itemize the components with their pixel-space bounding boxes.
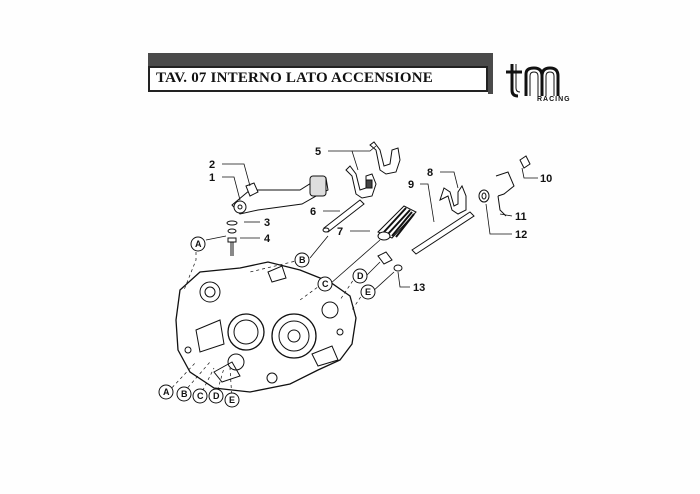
page-title: TAV. 07 INTERNO LATO ACCENSIONE xyxy=(156,70,433,86)
shaft-9-part xyxy=(411,211,475,255)
spring-assembly-part xyxy=(478,155,531,217)
callout-5: 5 xyxy=(315,146,321,158)
header-box xyxy=(148,66,488,92)
callout-9: 9 xyxy=(408,179,414,191)
tm-racing-logo xyxy=(506,64,560,98)
marker-b-bottom: B xyxy=(181,389,188,399)
marker-c-bottom: C xyxy=(197,391,204,401)
fork-shaft-part xyxy=(322,199,365,233)
shift-fork-8-part xyxy=(439,184,467,215)
marker-d-bottom: D xyxy=(213,391,220,401)
shift-lever-part xyxy=(231,175,329,215)
washer-bolt-part xyxy=(226,220,238,256)
marker-c-top: C xyxy=(322,279,329,289)
callout-2: 2 xyxy=(209,159,215,171)
callout-11: 11 xyxy=(515,211,527,223)
callout-1: 1 xyxy=(209,172,215,184)
logo-subtitle: RACING xyxy=(537,96,571,103)
leader-lines xyxy=(205,145,538,293)
marker-e-top: E xyxy=(365,287,371,297)
crankcase-part xyxy=(175,261,357,393)
callout-6: 6 xyxy=(310,206,316,218)
callout-13: 13 xyxy=(413,282,425,294)
marker-a-bottom: A xyxy=(163,387,170,397)
shift-forks-part xyxy=(345,141,401,199)
callout-12: 12 xyxy=(515,229,527,241)
header-shadow xyxy=(488,60,493,94)
marker-circles xyxy=(158,236,376,408)
header-bar xyxy=(148,53,493,66)
marker-a-top: A xyxy=(195,239,202,249)
callout-10: 10 xyxy=(540,173,552,185)
marker-e-bottom: E xyxy=(229,395,235,405)
callout-7: 7 xyxy=(337,226,343,238)
marker-b-top: B xyxy=(299,255,306,265)
callout-4: 4 xyxy=(264,233,271,245)
callout-8: 8 xyxy=(427,167,433,179)
callout-3: 3 xyxy=(264,217,270,229)
marker-d-top: D xyxy=(357,271,364,281)
pin-13-part xyxy=(377,251,403,272)
shift-drum-part xyxy=(377,205,417,241)
